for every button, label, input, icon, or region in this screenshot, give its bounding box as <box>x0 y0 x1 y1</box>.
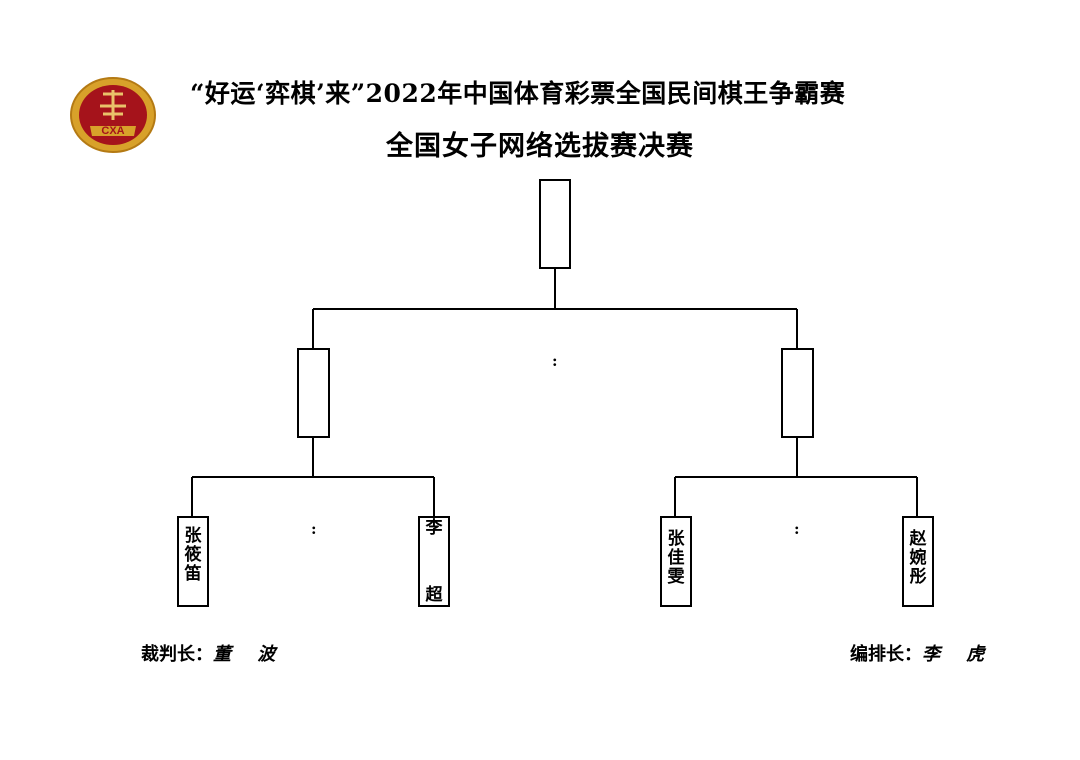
semifinal-left-score-separator: : <box>311 520 317 538</box>
player-box-1: 张 筱 笛 <box>177 516 209 607</box>
semifinal-left-winner-box <box>297 348 330 438</box>
cxa-logo: CXA <box>70 77 156 153</box>
chief-scheduler: 编排长：李 虎 <box>850 640 994 666</box>
player-box-4: 赵 婉 彤 <box>902 516 934 607</box>
final-score-separator: : <box>552 352 558 370</box>
page-subtitle: 全国女子网络选拔赛决赛 <box>386 131 694 162</box>
logo-text: CXA <box>101 125 124 137</box>
page-title: “好运‘弈棋’来”2022年中国体育彩票全国民间棋王争霸赛 <box>190 79 846 108</box>
player-box-3: 张 佳 雯 <box>660 516 692 607</box>
chief-scheduler-name: 李 虎 <box>922 644 995 665</box>
chief-referee-name: 董 波 <box>213 644 286 665</box>
chief-referee-label: 裁判长： <box>141 644 213 665</box>
chief-referee: 裁判长：董 波 <box>141 640 285 666</box>
champion-box <box>539 179 571 269</box>
semifinal-right-winner-box <box>781 348 814 438</box>
semifinal-right-score-separator: : <box>794 520 800 538</box>
chief-scheduler-label: 编排长： <box>850 644 922 665</box>
player-box-2: 李 超 <box>418 516 450 607</box>
